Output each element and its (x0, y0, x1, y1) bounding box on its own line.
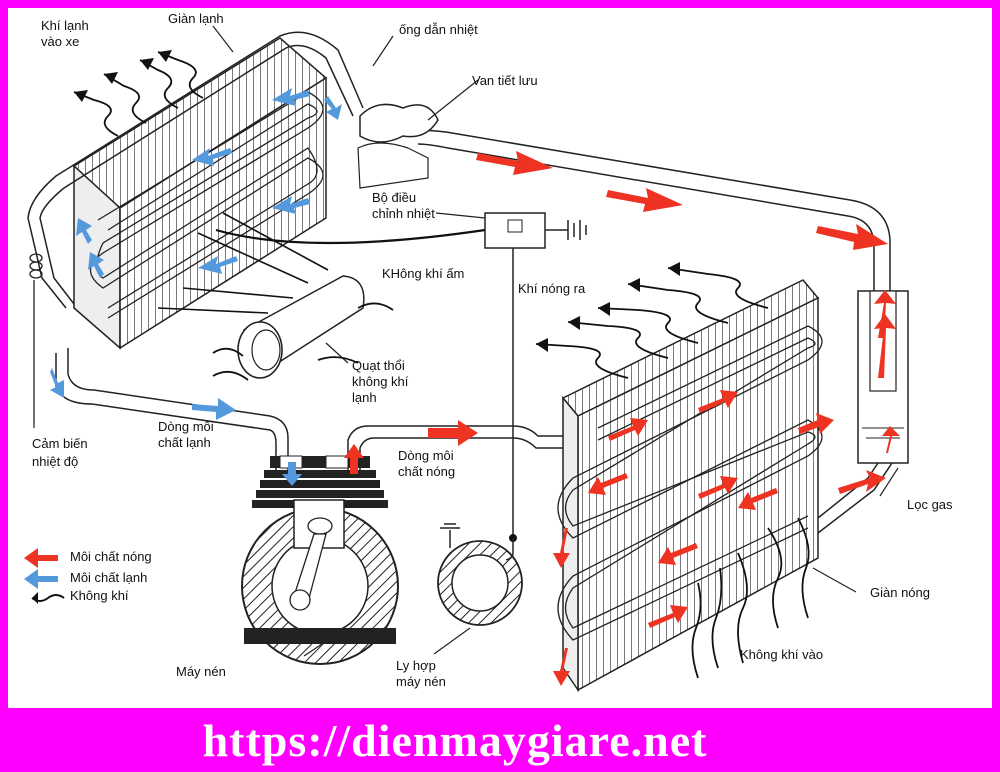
diagram-panel: Khí lạnh vào xe Giàn lạnh ống dẫn nhiệt … (8, 8, 992, 708)
ac-system-diagram (24, 25, 909, 693)
label-cold-flow-1: Dòng môi (158, 419, 214, 434)
label-hot-flow-2: chất nóng (398, 464, 456, 479)
label-air-in: Không khí vào (740, 647, 824, 662)
legend-hot-arrow (24, 548, 58, 568)
label-temp-sensor-1: Cảm biến (32, 436, 88, 451)
label-blower-3: lạnh (352, 390, 377, 405)
legend-cold-arrow (24, 569, 58, 589)
compressor-clutch (437, 523, 523, 626)
air-arrowheads (74, 50, 680, 352)
label-evaporator: Giàn lạnh (168, 11, 224, 26)
label-cold-air-out-2: vào xe (41, 34, 80, 49)
warm-air-arrows (157, 212, 329, 314)
label-blower-1: Quạt thổi (352, 358, 405, 373)
condenser-tubes (557, 325, 823, 641)
label-expansion-valve: Van tiết lưu (472, 73, 538, 88)
leader-lines (33, 25, 899, 657)
label-thermostat-1: Bộ điều (372, 190, 417, 205)
label-gas-filter: Lọc gas (907, 497, 953, 512)
legend-air-label: Không khí (70, 588, 129, 603)
temp-sensor-coil (29, 253, 43, 424)
footer-url[interactable]: https://dienmaygiare.net (202, 715, 708, 766)
blower-fan (237, 275, 365, 379)
label-hot-flow-1: Dòng môi (398, 448, 454, 463)
label-temp-sensor-2: nhiệt độ (32, 454, 79, 469)
label-clutch-2: máy nén (396, 674, 446, 689)
footer-banner: https://dienmaygiare.net (0, 710, 1000, 772)
cold-refrigerant-arrows (50, 88, 342, 486)
evaporator-core (72, 37, 328, 350)
label-hot-air-out: Khí nóng ra (518, 281, 586, 296)
label-heat-tube: ống dẫn nhiệt (399, 22, 478, 37)
legend-cold-label: Môi chất lạnh (70, 570, 148, 585)
label-cold-flow-2: chất lạnh (158, 435, 211, 450)
label-cold-air-out-1: Khí lạnh (41, 18, 89, 33)
compressor-body (241, 455, 399, 665)
label-compressor: Máy nén (176, 664, 226, 679)
hot-refrigerant-arrows (344, 151, 900, 686)
thermostat-box (215, 212, 587, 542)
label-clutch-1: Ly hợp (396, 658, 436, 673)
label-condenser: Giàn nóng (870, 585, 930, 600)
label-thermostat-2: chỉnh nhiệt (372, 206, 435, 221)
legend-hot-label: Môi chất nóng (70, 549, 152, 564)
air-flow-arrows (73, 51, 810, 679)
expansion-valve-body (357, 103, 439, 189)
label-warm-air: KHông khí ấm (382, 266, 465, 281)
label-blower-2: không khí (352, 374, 409, 389)
legend-swatches (24, 548, 65, 604)
